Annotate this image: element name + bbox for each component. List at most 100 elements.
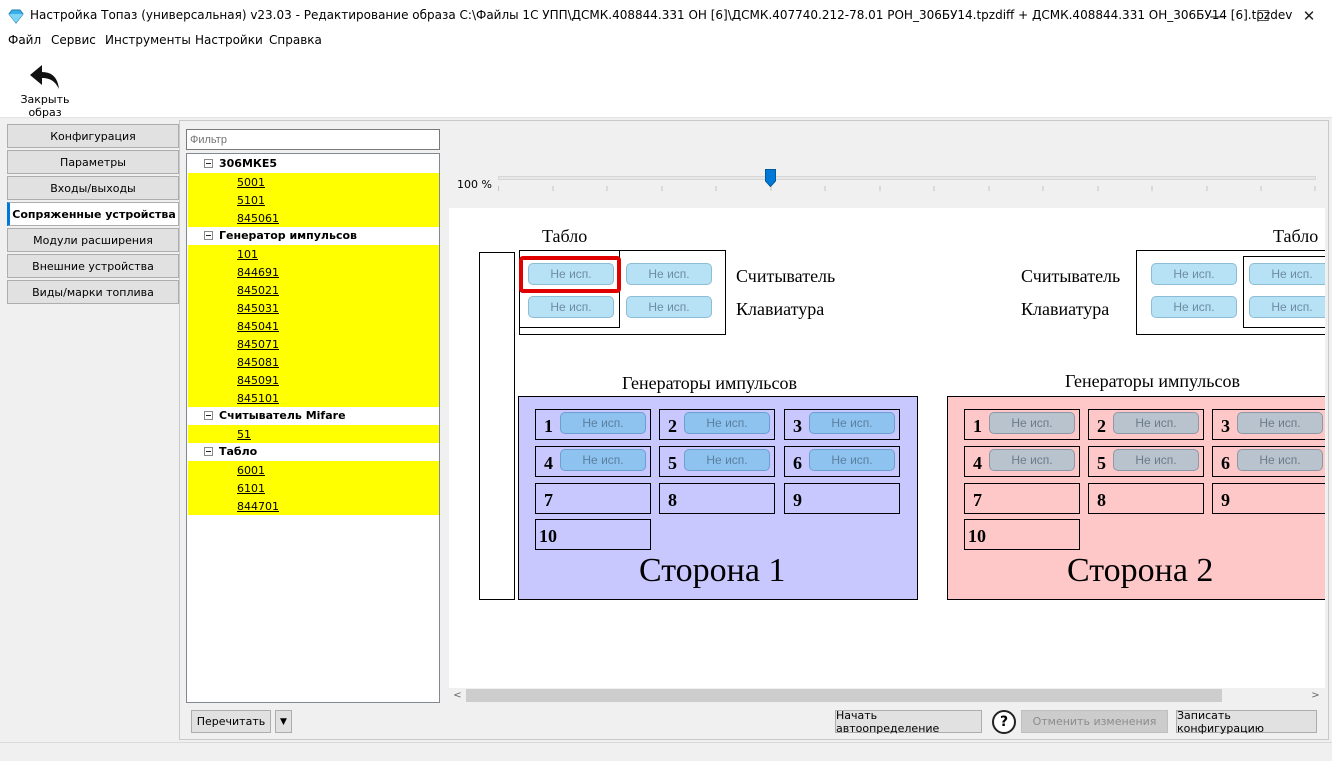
tree-item[interactable]: 845041 [188, 317, 439, 335]
keyboard-slot-2b[interactable]: Не исп. [1249, 296, 1325, 318]
tree-item[interactable]: 844701 [188, 497, 439, 515]
filter-input[interactable] [186, 129, 440, 150]
side-2-title: Сторона 2 [1067, 552, 1214, 589]
reader-slot-2a[interactable]: Не исп. [1151, 263, 1237, 285]
gen-slot-9[interactable]: 9 [784, 483, 900, 514]
menu-help[interactable]: Справка [269, 33, 322, 47]
scroll-right-icon[interactable]: > [1311, 690, 1320, 701]
keyboard-slot-2a[interactable]: Не исп. [1151, 296, 1237, 318]
title-bar: Настройка Топаз (универсальная) v23.03 -… [0, 0, 1332, 31]
tree-item[interactable]: 5101 [188, 191, 439, 209]
reader-slot-2b[interactable]: Не исп. [1249, 263, 1325, 285]
scroll-left-icon[interactable]: < [453, 690, 462, 701]
side-1-title: Сторона 1 [639, 552, 786, 589]
tree-item[interactable]: 845081 [188, 353, 439, 371]
menu-tools[interactable]: Инструменты [105, 33, 191, 47]
collapse-icon[interactable] [204, 231, 213, 240]
nav-fuel-types[interactable]: Виды/марки топлива [7, 280, 179, 304]
gen-slot-10[interactable]: 10 [964, 519, 1080, 550]
help-button[interactable]: ? [992, 710, 1016, 734]
tablo-label-2: Табло [1273, 226, 1319, 246]
nav-parameters[interactable]: Параметры [7, 150, 179, 174]
gen-slot-10[interactable]: 10 [535, 519, 651, 550]
nav-io[interactable]: Входы/выходы [7, 176, 179, 200]
zoom-slider-thumb[interactable] [765, 169, 776, 187]
hscroll-thumb[interactable] [466, 689, 1222, 702]
diagram-hscroll[interactable]: < > [449, 688, 1325, 703]
gen-slot-value[interactable]: Не исп. [989, 412, 1075, 434]
collapse-icon[interactable] [204, 159, 213, 168]
tablo-inner-frame-2 [1243, 256, 1325, 328]
tree-group[interactable]: Генератор импульсов [188, 227, 439, 245]
reread-dropdown-button[interactable]: ▼ [275, 710, 292, 733]
tree-group[interactable]: 306МКЕ5 [188, 155, 439, 173]
nav-configuration[interactable]: Конфигурация [7, 124, 179, 148]
tree-item[interactable]: 51 [188, 425, 439, 443]
gen-slot-8[interactable]: 8 [1088, 483, 1204, 514]
reader-slot-1a[interactable]: Не исп. [528, 263, 614, 285]
tree-item[interactable]: 6101 [188, 479, 439, 497]
gen-slot-7[interactable]: 7 [535, 483, 651, 514]
nav-paired-devices[interactable]: Сопряженные устройства [7, 202, 179, 226]
gen-slot-value[interactable]: Не исп. [809, 412, 895, 434]
gen-slot-8[interactable]: 8 [659, 483, 775, 514]
menu-service[interactable]: Сервис [51, 33, 96, 47]
gen-slot-value[interactable]: Не исп. [684, 449, 770, 471]
nav-expansion-modules[interactable]: Модули расширения [7, 228, 179, 252]
keyboard-slot-1a[interactable]: Не исп. [528, 296, 614, 318]
tree-item[interactable]: 845061 [188, 209, 439, 227]
tree-item[interactable]: 844691 [188, 263, 439, 281]
gen-slot-value[interactable]: Не исп. [989, 449, 1075, 471]
collapse-icon[interactable] [204, 411, 213, 420]
gen-slot-7[interactable]: 7 [964, 483, 1080, 514]
reader-slot-1b[interactable]: Не исп. [626, 263, 712, 285]
tablo-label-1: Табло [542, 226, 588, 246]
minimize-button[interactable]: — [1194, 0, 1240, 31]
collapse-icon[interactable] [204, 447, 213, 456]
nav-external-devices[interactable]: Внешние устройства [7, 254, 179, 278]
tree-item[interactable]: 845031 [188, 299, 439, 317]
gen-slot-value[interactable]: Не исп. [1237, 412, 1323, 434]
gen-slot-value[interactable]: Не исп. [1113, 449, 1199, 471]
gen-slot-value[interactable]: Не исп. [684, 412, 770, 434]
write-config-button[interactable]: Записать конфигурацию [1176, 709, 1317, 735]
tree-item[interactable]: 6001 [188, 461, 439, 479]
reread-button[interactable]: Перечитать [191, 710, 271, 733]
tree-item[interactable]: 845021 [188, 281, 439, 299]
menu-file[interactable]: Файл [8, 33, 42, 47]
tree-item[interactable]: 845091 [188, 371, 439, 389]
close-image-button[interactable]: Закрыть образ [4, 59, 86, 119]
gen-slot-value[interactable]: Не исп. [560, 412, 646, 434]
tree-item[interactable]: 101 [188, 245, 439, 263]
tree-item[interactable]: 5001 [188, 173, 439, 191]
close-window-button[interactable]: ✕ [1286, 0, 1332, 31]
maximize-icon: ☐ [1256, 6, 1270, 25]
tree-group[interactable]: Считыватель Mifare [188, 407, 439, 425]
gen-slot-9[interactable]: 9 [1212, 483, 1325, 514]
gen-slot-value[interactable]: Не исп. [1237, 449, 1323, 471]
gen-slot-value[interactable]: Не исп. [809, 449, 895, 471]
autodetect-button[interactable]: Начать автоопределение [835, 709, 982, 735]
menu-settings[interactable]: Настройки [195, 33, 263, 47]
tree-item[interactable]: 845101 [188, 389, 439, 407]
zoom-slider-track[interactable] [498, 176, 1316, 180]
tree-group[interactable]: Табло [188, 443, 439, 461]
keyboard-slot-1b[interactable]: Не исп. [626, 296, 712, 318]
tree-item[interactable]: 845071 [188, 335, 439, 353]
cancel-changes-button[interactable]: Отменить изменения [1021, 710, 1168, 733]
gen-slot-value[interactable]: Не исп. [560, 449, 646, 471]
maximize-button[interactable]: ☐ [1240, 0, 1286, 31]
gen-slot-value[interactable]: Не исп. [1113, 412, 1199, 434]
